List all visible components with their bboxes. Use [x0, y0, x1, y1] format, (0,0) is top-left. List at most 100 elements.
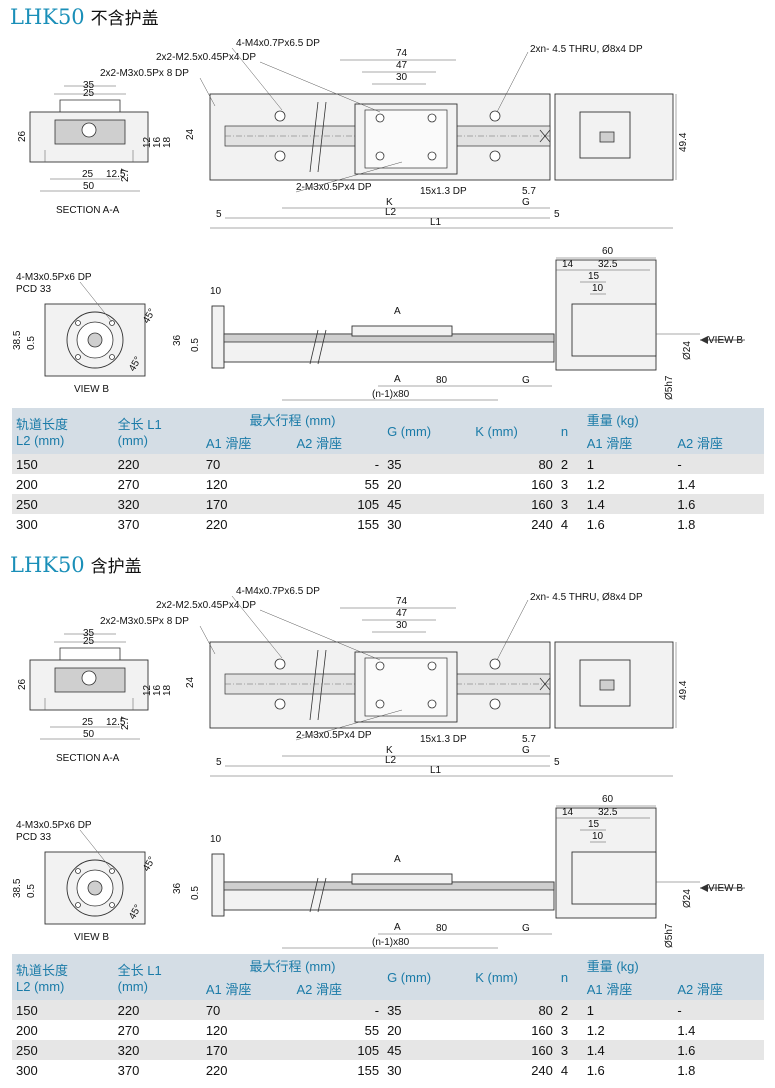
dim-label-thru: 2xn- 4.5 THRU, Ø8x4 DP	[530, 592, 643, 603]
table-cell: 4	[556, 1060, 583, 1080]
header-g: G (mm)	[383, 408, 472, 454]
table-cell: 20	[383, 474, 472, 494]
table-cell: 3	[556, 1040, 583, 1060]
dim-label-G: G	[522, 745, 530, 756]
dim-label-d60: 60	[602, 246, 614, 257]
dim-label-d24tol: Ø24	[682, 889, 693, 908]
dim-label-n1x80: (n-1)x80	[372, 937, 410, 948]
header-stroke-a1: A1 滑座	[201, 431, 293, 454]
dim-label-G: G	[522, 197, 530, 208]
table-cell: 220	[201, 1060, 293, 1080]
table-cell: 270	[113, 1020, 202, 1040]
table-cell: -	[292, 454, 384, 474]
dim-label-d5: 5	[216, 209, 222, 220]
dim-label-d5: 5	[554, 209, 560, 220]
table-cell: -	[292, 1000, 384, 1020]
dim-label-d80: 80	[436, 923, 448, 934]
table-cell: 1.4	[582, 1040, 674, 1060]
side-view: 10 36 0.5 A A 80 G (n-1)x80 60 14 32.5 1…	[172, 246, 745, 401]
table-cell: 160	[471, 1020, 557, 1040]
dim-label-L2: L2	[385, 755, 397, 766]
table-cell: 3	[556, 494, 583, 514]
dim-label-m25: 2x2-M2.5x0.45Px4 DP	[156, 52, 256, 63]
table-cell: 270	[113, 474, 202, 494]
table-cell: 1.8	[673, 1060, 764, 1080]
dim-label-d5_7: 5.7	[522, 734, 536, 745]
header-max-stroke: 最大行程 (mm)	[201, 408, 384, 431]
side-view: 10 36 0.5 A A 80 G (n-1)x80 60 14 32.5 1…	[172, 794, 745, 949]
dim-label-d26: 26	[17, 678, 28, 690]
top-view: 74 47 30 4-M4x0.7Px6.5 DP 2x2-M2.5x0.45P…	[100, 38, 689, 229]
header-total-length: 全长 L1(mm)	[113, 954, 202, 1000]
dim-label-K: K	[386, 745, 393, 756]
dim-label-d2_7: 2.7	[120, 168, 131, 182]
dim-label-d24: 24	[185, 128, 196, 140]
header-stroke-a1: A1 滑座	[201, 977, 293, 1000]
dim-label-d14: 14	[562, 807, 574, 818]
dim-label-d12_5: 12.5	[106, 717, 126, 728]
dim-label-d5h7: Ø5h7	[664, 923, 675, 948]
dim-label-m3slider: 2-M3x0.5Px4 DP	[296, 182, 372, 193]
table-cell: 120	[201, 474, 293, 494]
dim-label-thru: 2xn- 4.5 THRU, Ø8x4 DP	[530, 44, 643, 55]
table-cell: 55	[292, 474, 384, 494]
table-cell: 320	[113, 1040, 202, 1060]
dim-label-A: A	[394, 374, 401, 385]
dim-label-n1x80: (n-1)x80	[372, 389, 410, 400]
table-cell: 70	[201, 1000, 293, 1020]
table-cell: 170	[201, 1040, 293, 1060]
table-cell: 160	[471, 1040, 557, 1060]
dim-label-d10: 10	[210, 834, 222, 845]
table-cell: 160	[471, 494, 557, 514]
dim-label-d35: 35	[83, 628, 95, 639]
table-cell: 300	[12, 1060, 114, 1080]
table-cell: 1.8	[673, 514, 764, 534]
dim-label-d5: 5	[216, 757, 222, 768]
dim-label-d74: 74	[396, 48, 408, 59]
dim-label-d12: 12	[142, 136, 153, 148]
dim-label-viewBArrow: VIEW B	[708, 335, 743, 346]
table-cell: 155	[292, 514, 384, 534]
dim-label-d25: 25	[83, 636, 95, 647]
dim-label-d0_5: 0.5	[190, 886, 201, 900]
header-weight-a2: A2 滑座	[673, 977, 764, 1000]
dim-label-d18: 18	[162, 684, 173, 696]
table-cell: 1.4	[582, 494, 674, 514]
table-cell: 4	[556, 514, 583, 534]
table-cell: 170	[201, 494, 293, 514]
view-b: 4-M3x0.5Px6 DP PCD 33 38.5 0.5 45° 45° V…	[12, 820, 158, 943]
table-cell: 2	[556, 454, 583, 474]
table-cell: 45	[383, 494, 472, 514]
dim-label-d50: 50	[83, 181, 95, 192]
header-weight: 重量 (kg)	[582, 408, 764, 431]
top-view: 74 47 30 4-M4x0.7Px6.5 DP 2x2-M2.5x0.45P…	[100, 586, 689, 777]
dim-label-d10b: 10	[592, 283, 604, 294]
header-k: K (mm)	[471, 408, 557, 454]
header-stroke-a2: A2 滑座	[292, 977, 384, 1000]
table-cell: 220	[113, 1000, 202, 1020]
dim-label-d35: 35	[83, 80, 95, 91]
dim-label-d36: 36	[172, 882, 183, 894]
dim-label-d74: 74	[396, 596, 408, 607]
table-cell: 1.4	[673, 474, 764, 494]
table-cell: 150	[12, 1000, 114, 1020]
table-cell: 1.4	[673, 1020, 764, 1040]
dim-label-d12_5: 12.5	[106, 169, 126, 180]
header-stroke-a2: A2 滑座	[292, 431, 384, 454]
dim-label-d24: 24	[185, 676, 196, 688]
dim-label-d10b: 10	[592, 831, 604, 842]
dim-label-d30: 30	[396, 72, 408, 83]
dim-label-m4: 4-M4x0.7Px6.5 DP	[236, 38, 320, 49]
table-cell: 2	[556, 1000, 583, 1020]
dim-label-d0_5: 0.5	[26, 336, 37, 350]
header-weight-a1: A1 滑座	[582, 977, 674, 1000]
table-cell: 150	[12, 454, 114, 474]
dim-label-L2: L2	[385, 207, 397, 218]
